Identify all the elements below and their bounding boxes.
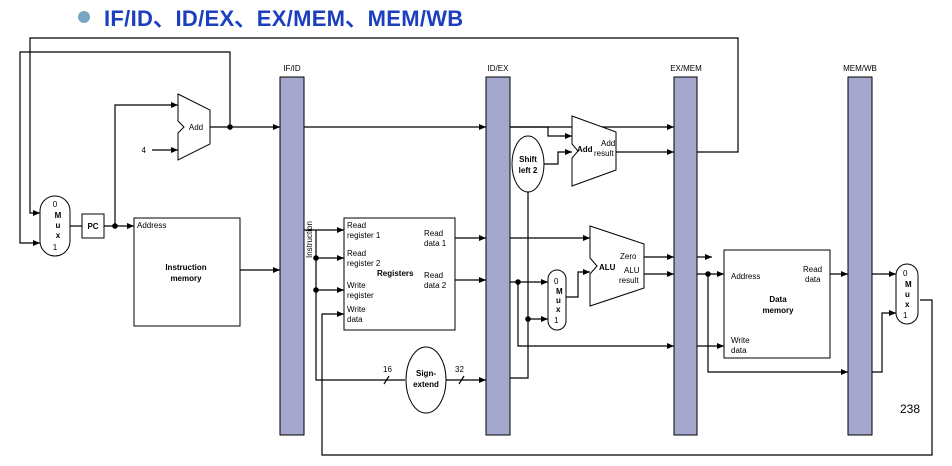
if-adder: Add xyxy=(177,93,211,161)
register-file: Read register 1 Read register 2 Register… xyxy=(343,217,456,331)
if-id-label: IF/ID xyxy=(283,64,301,73)
junction-dots xyxy=(112,124,711,322)
svg-text:Shift: Shift xyxy=(519,155,537,164)
instruction-memory: Address Instruction memory xyxy=(133,217,241,327)
svg-text:extend: extend xyxy=(413,380,439,389)
svg-text:Registers: Registers xyxy=(377,269,414,278)
if-id-register xyxy=(279,76,305,436)
svg-text:Read: Read xyxy=(803,265,822,274)
svg-text:Add: Add xyxy=(189,123,203,132)
svg-text:data: data xyxy=(731,346,747,355)
svg-text:data: data xyxy=(347,315,363,324)
svg-text:u: u xyxy=(56,221,61,230)
svg-text:Address: Address xyxy=(137,221,166,230)
svg-text:x: x xyxy=(56,231,61,240)
svg-text:ALU: ALU xyxy=(599,263,616,272)
page-number: 238 xyxy=(900,402,921,416)
shift-left-2: Shift left 2 xyxy=(511,135,545,193)
svg-text:Add: Add xyxy=(601,139,615,148)
svg-text:result: result xyxy=(594,149,614,158)
svg-text:result: result xyxy=(619,276,639,285)
svg-text:Instruction: Instruction xyxy=(165,263,206,272)
svg-text:1: 1 xyxy=(903,311,908,320)
svg-text:data 1: data 1 xyxy=(424,239,447,248)
constant-four: 4 xyxy=(142,146,147,155)
data-memory: Address Read data Data memory Write data xyxy=(723,249,831,359)
sign-extend-in-bits: 16 xyxy=(383,365,392,374)
wb-mux: 0 M u x 1 xyxy=(895,263,919,325)
ex-mem-register xyxy=(673,76,698,436)
svg-text:Address: Address xyxy=(731,272,760,281)
pc-mux: 0 M u x 1 xyxy=(39,195,71,257)
instruction-label: Instruction xyxy=(305,221,314,258)
svg-text:0: 0 xyxy=(554,277,559,286)
svg-text:Write: Write xyxy=(731,336,750,345)
svg-text:ALU: ALU xyxy=(624,266,640,275)
svg-text:1: 1 xyxy=(53,243,58,252)
svg-text:Add: Add xyxy=(577,145,593,154)
svg-text:left 2: left 2 xyxy=(519,166,538,175)
svg-text:M: M xyxy=(905,280,912,289)
pc-register: PC xyxy=(81,213,105,239)
branch-adder: Add Add result xyxy=(571,115,617,187)
alu-mux: 0 M u x 1 xyxy=(547,269,567,331)
slide-title: IF/ID、ID/EX、EX/MEM、MEM/WB xyxy=(78,0,464,34)
wires xyxy=(19,37,933,456)
svg-text:PC: PC xyxy=(87,222,98,231)
svg-text:Read: Read xyxy=(424,271,443,280)
mem-wb-register xyxy=(847,76,873,436)
svg-text:register 1: register 1 xyxy=(347,231,381,240)
svg-text:Zero: Zero xyxy=(620,252,637,261)
svg-text:memory: memory xyxy=(762,306,794,315)
svg-text:data 2: data 2 xyxy=(424,281,447,290)
svg-text:u: u xyxy=(556,296,561,305)
svg-text:Read: Read xyxy=(347,249,366,258)
sign-extend: Sign- extend xyxy=(383,346,465,414)
svg-text:Data: Data xyxy=(769,295,787,304)
svg-text:0: 0 xyxy=(53,200,58,209)
svg-text:u: u xyxy=(905,290,910,299)
mem-wb-label: MEM/WB xyxy=(843,64,877,73)
ex-mem-label: EX/MEM xyxy=(670,64,702,73)
svg-text:Write: Write xyxy=(347,305,366,314)
bullet-icon xyxy=(78,11,90,23)
id-ex-register xyxy=(485,76,511,436)
svg-text:M: M xyxy=(55,211,62,220)
svg-text:0: 0 xyxy=(903,269,908,278)
svg-text:x: x xyxy=(905,300,910,309)
svg-text:register 2: register 2 xyxy=(347,259,381,268)
arrowheads xyxy=(33,102,896,383)
svg-text:Sign-: Sign- xyxy=(416,369,436,378)
svg-text:register: register xyxy=(347,291,374,300)
svg-text:x: x xyxy=(556,305,561,314)
title-text: IF/ID、ID/EX、EX/MEM、MEM/WB xyxy=(104,6,464,31)
svg-text:data: data xyxy=(805,275,821,284)
alu: ALU Zero ALU result xyxy=(589,225,645,307)
svg-text:memory: memory xyxy=(170,274,202,283)
svg-text:M: M xyxy=(556,287,563,296)
id-ex-label: ID/EX xyxy=(488,64,510,73)
svg-text:1: 1 xyxy=(554,316,559,325)
svg-text:Read: Read xyxy=(424,229,443,238)
svg-text:Write: Write xyxy=(347,281,366,290)
svg-text:Read: Read xyxy=(347,221,366,230)
sign-extend-out-bits: 32 xyxy=(455,365,464,374)
